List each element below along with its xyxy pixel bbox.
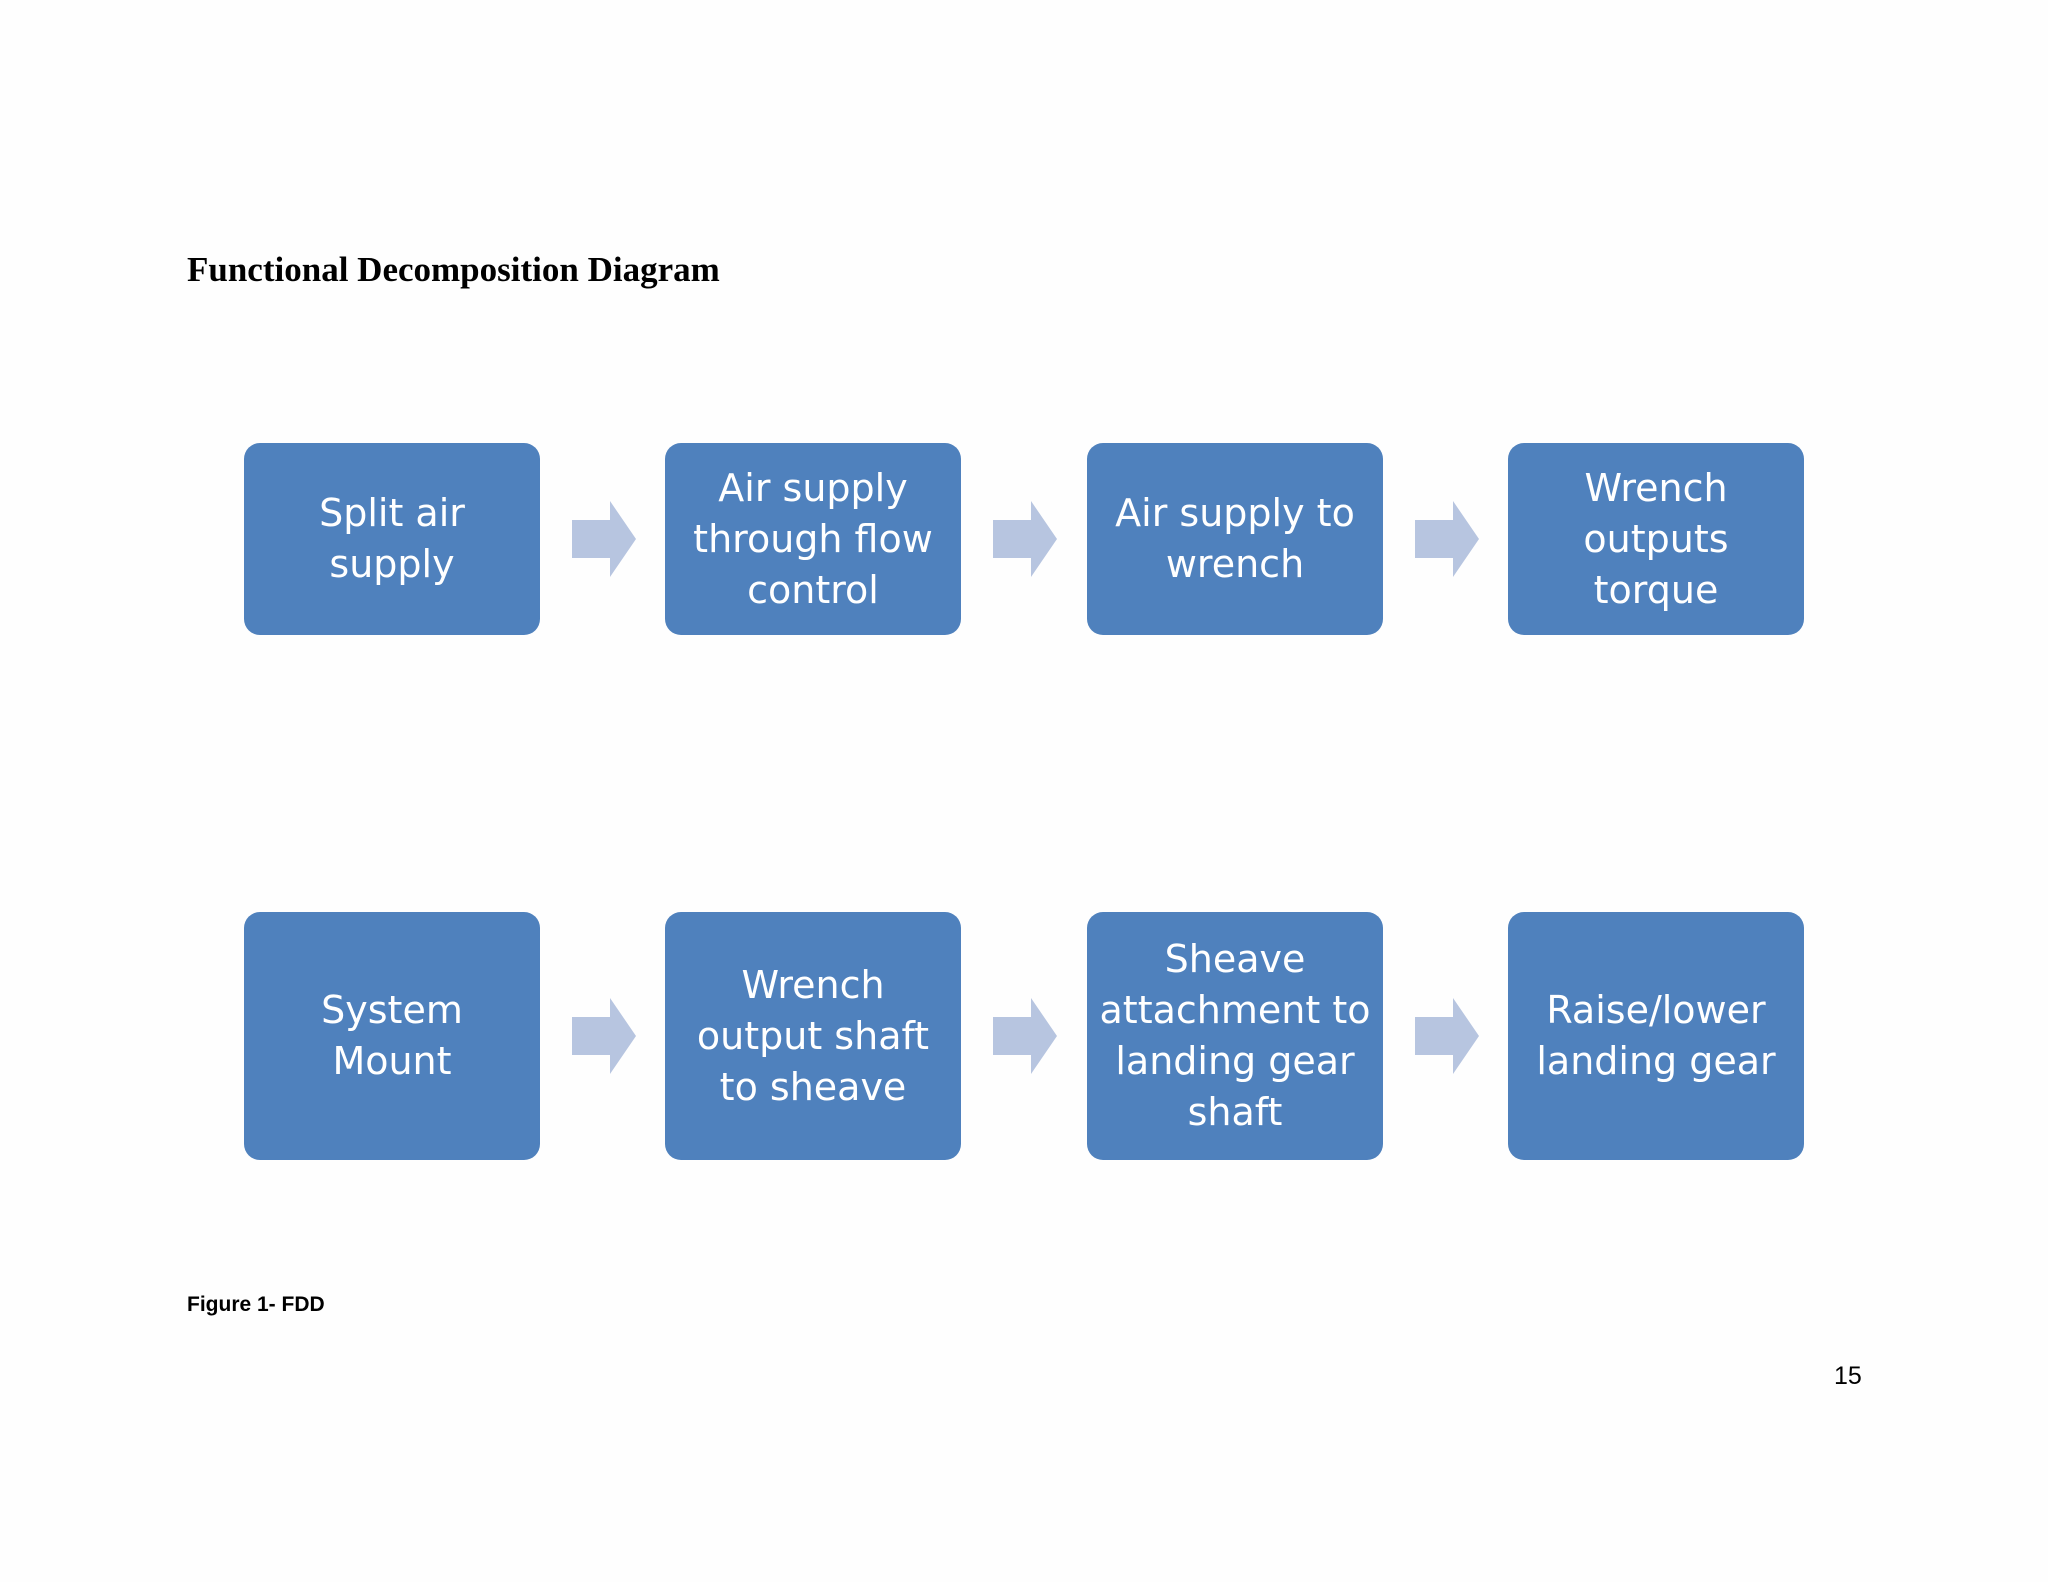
diagram-box-wrench-outputs-torque: Wrench outputs torque (1508, 443, 1804, 635)
flow-arrow-icon (572, 998, 636, 1074)
figure-caption: Figure 1- FDD (187, 1293, 325, 1316)
flow-arrow-icon (1415, 998, 1479, 1074)
diagram-box-split-air-supply: Split air supply (244, 443, 540, 635)
diagram-box-wrench-output-shaft-to-sheave: Wrench output shaft to sheave (665, 912, 961, 1160)
diagram-box-air-supply-through-flow-control: Air supply through flow control (665, 443, 961, 635)
page-number: 15 (1834, 1362, 1862, 1390)
diagram-row-2: System Mount Wrench output shaft to shea… (0, 912, 2048, 1160)
flow-arrow-icon (1415, 501, 1479, 577)
page-title: Functional Decomposition Diagram (187, 250, 720, 289)
flow-arrow-icon (572, 501, 636, 577)
diagram-box-raise-lower-landing-gear: Raise/lower landing gear (1508, 912, 1804, 1160)
diagram-box-system-mount: System Mount (244, 912, 540, 1160)
diagram-row-1: Split air supply Air supply through flow… (0, 443, 2048, 635)
diagram-box-sheave-attachment: Sheave attachment to landing gear shaft (1087, 912, 1383, 1160)
diagram-box-air-supply-to-wrench: Air supply to wrench (1087, 443, 1383, 635)
flow-arrow-icon (993, 998, 1057, 1074)
flow-arrow-icon (993, 501, 1057, 577)
